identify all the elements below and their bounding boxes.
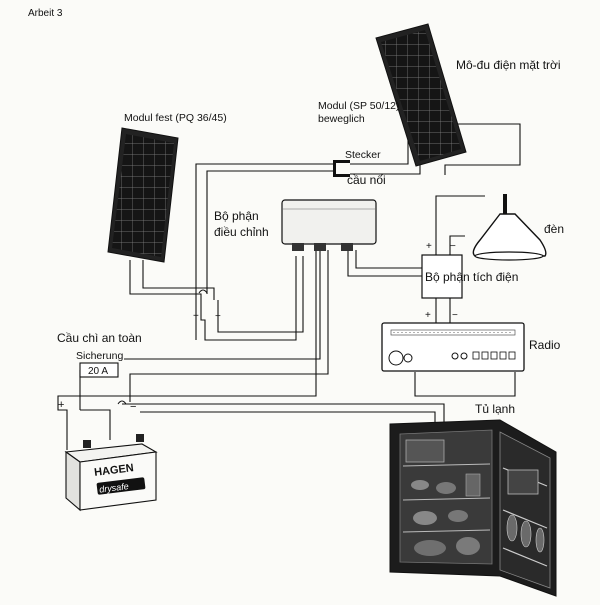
radio xyxy=(381,322,525,372)
bus-plus: + xyxy=(58,399,64,411)
connector xyxy=(333,160,350,177)
wire-hop xyxy=(117,400,127,405)
battery-brand: HAGEN xyxy=(94,462,135,479)
fridge-label: Tủ lạnh xyxy=(475,402,515,416)
module-movable-label-2: beweglich xyxy=(318,113,365,125)
wire-hop xyxy=(198,289,208,294)
accumulator-plus: + xyxy=(425,310,431,321)
accumulator-box xyxy=(421,254,463,299)
fuse-rating: 20 A xyxy=(88,366,108,377)
battery-terminal xyxy=(136,434,144,442)
lamp xyxy=(472,194,547,261)
lamp-label: đèn xyxy=(544,222,564,236)
wiring xyxy=(57,117,521,450)
bus-minus: − xyxy=(130,401,136,413)
accumulator-label: Bộ phận tích điện xyxy=(425,270,518,284)
fixed-solar-module xyxy=(107,127,179,263)
refrigerator xyxy=(389,419,557,597)
corner-note: Arbeit 3 xyxy=(28,8,63,19)
plus-sign: + xyxy=(193,311,199,322)
module-fixed-label: Modul fest (PQ 36/45) xyxy=(124,112,227,124)
controller-label-1: Bộ phận xyxy=(214,209,259,223)
lamp-plus: + xyxy=(426,241,432,252)
fuse xyxy=(79,362,119,378)
battery-model: drysafe xyxy=(99,481,130,495)
movable-solar-module xyxy=(375,23,467,167)
connector-label-de: Stecker xyxy=(345,149,381,161)
minus-sign: − xyxy=(215,311,221,322)
lamp-minus: − xyxy=(450,241,456,252)
radio-label: Radio xyxy=(529,338,561,352)
solar-module-label: Mô-đu điện mặt trời xyxy=(456,58,561,72)
connector-label-vi: cầu nối xyxy=(347,173,386,187)
accumulator-minus: − xyxy=(452,310,458,321)
charge-controller xyxy=(281,199,377,251)
fuse-label-de: Sicherung xyxy=(76,350,123,362)
module-movable-label-1: Modul (SP 50/12) xyxy=(318,100,400,112)
controller-label-2: điều chỉnh xyxy=(214,225,269,239)
battery-terminal xyxy=(83,440,91,448)
fuse-label-vi: Cầu chì an toàn xyxy=(57,331,142,345)
battery xyxy=(64,434,158,512)
